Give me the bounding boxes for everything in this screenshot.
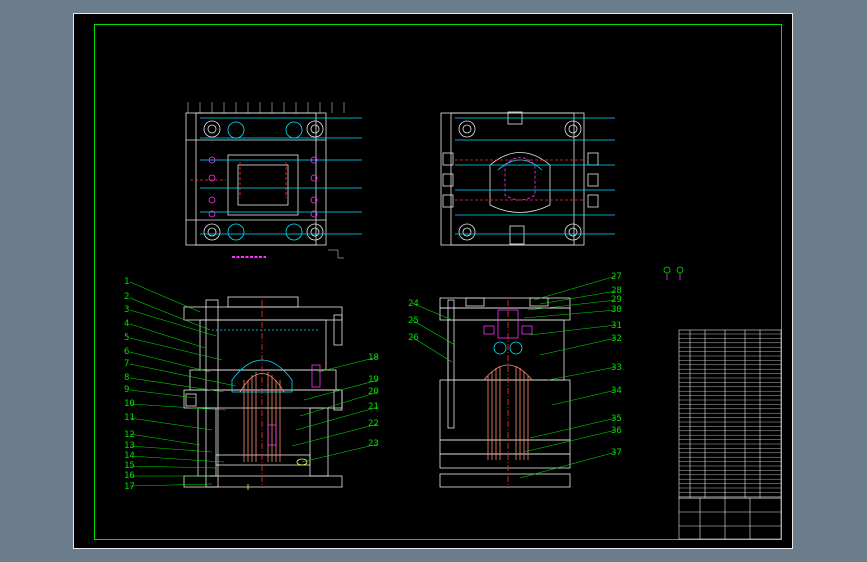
callout-26: 26 xyxy=(408,333,419,343)
plan-view-moving-half-magenta xyxy=(190,156,318,258)
callouts-left-group: 1 2 3 4 5 6 7 8 9 10 11 12 13 14 15 16 1… xyxy=(124,277,135,492)
callout-9: 9 xyxy=(124,385,129,395)
bom-table xyxy=(678,329,782,499)
callout-1: 1 xyxy=(124,277,129,287)
callout-16: 16 xyxy=(124,471,135,481)
callout-18: 18 xyxy=(368,353,379,363)
callouts-right-group: 27 28 29 30 31 32 33 34 35 36 37 xyxy=(611,272,622,458)
callout-23: 23 xyxy=(368,439,379,449)
section-view-left xyxy=(183,296,343,488)
section-view-left-yellow xyxy=(247,458,308,490)
plan-view-dimension-ticks xyxy=(187,102,345,259)
callout-27: 27 xyxy=(611,272,622,282)
callout-25: 25 xyxy=(408,316,419,326)
callout-29: 29 xyxy=(611,295,622,305)
callout-10: 10 xyxy=(124,399,135,409)
plan-view-fixed-half xyxy=(440,111,599,246)
callout-22: 22 xyxy=(368,419,379,429)
callout-24: 24 xyxy=(408,299,419,309)
callout-36: 36 xyxy=(611,426,622,436)
callout-28: 28 xyxy=(611,286,622,296)
callout-14: 14 xyxy=(124,451,135,461)
outer-border xyxy=(73,13,793,549)
callout-19: 19 xyxy=(368,375,379,385)
callout-32: 32 xyxy=(611,334,622,344)
callout-21: 21 xyxy=(368,402,379,412)
callout-13: 13 xyxy=(124,441,135,451)
callout-4: 4 xyxy=(124,319,129,329)
callout-5: 5 xyxy=(124,333,129,343)
plan-view-moving-half-cyan xyxy=(200,117,362,241)
part-thumbnail xyxy=(663,266,684,280)
section-view-right xyxy=(439,297,571,488)
callout-11: 11 xyxy=(124,413,135,423)
callout-37: 37 xyxy=(611,448,622,458)
title-block xyxy=(678,497,782,540)
callout-12: 12 xyxy=(124,430,135,440)
callout-3: 3 xyxy=(124,305,129,315)
inner-frame xyxy=(94,24,782,540)
callout-6: 6 xyxy=(124,347,129,357)
callout-7: 7 xyxy=(124,359,129,369)
callout-15: 15 xyxy=(124,461,135,471)
section-view-left-cores xyxy=(239,300,321,488)
section-view-left-cyan xyxy=(212,329,320,393)
callout-35: 35 xyxy=(611,414,622,424)
callout-30: 30 xyxy=(611,305,622,315)
callout-33: 33 xyxy=(611,363,622,373)
section-view-right-cores xyxy=(483,300,533,488)
callout-leaders xyxy=(129,275,617,487)
plan-view-moving-half xyxy=(185,112,327,246)
callouts-mid-group: 18 19 20 21 22 23 xyxy=(368,353,379,449)
callout-2: 2 xyxy=(124,292,129,302)
plan-view-fixed-half-cyan xyxy=(455,117,615,235)
bom-row-lines xyxy=(679,333,781,497)
callout-34: 34 xyxy=(611,386,622,396)
callout-31: 31 xyxy=(611,321,622,331)
callout-17: 17 xyxy=(124,482,135,492)
section-view-right-magenta xyxy=(483,309,533,355)
callout-20: 20 xyxy=(368,387,379,397)
callout-8: 8 xyxy=(124,373,129,383)
plan-view-fixed-half-red xyxy=(455,157,585,201)
callouts-right-left-group: 24 25 26 xyxy=(408,299,419,343)
drawing-sheet xyxy=(73,13,793,549)
